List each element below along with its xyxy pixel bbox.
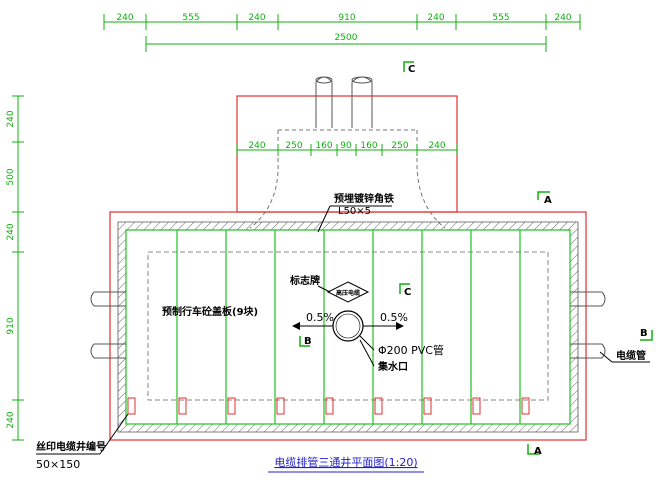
inner-dim-2: 250: [285, 141, 302, 151]
section-mark-b-right: B: [640, 328, 653, 341]
sump-label: 集水口: [377, 360, 408, 373]
section-label-c-top: C: [408, 64, 415, 75]
section-label-a-top: A: [544, 195, 552, 206]
cable-pipe-label: 电缆管: [616, 349, 646, 362]
section-mark-b-left: B: [299, 336, 312, 347]
slope-left-label: 0.5%: [306, 311, 334, 324]
top-dim-3: 240: [248, 13, 265, 23]
section-label-a-bottom: A: [534, 446, 542, 457]
section-mark-c-mid: C: [399, 283, 411, 298]
left-cable-pipes: [90, 291, 126, 359]
inner-dim-3: 160: [315, 141, 332, 151]
embedded-angle-label: 预埋镀锌角铁: [334, 192, 394, 205]
inner-dim-5: 160: [360, 141, 377, 151]
left-dim-2: 500: [6, 168, 16, 185]
cover-plate-label: 预制行车砼盖板(9块): [162, 305, 258, 318]
pvc-drain-pipe: [292, 310, 404, 342]
top-dim-6: 555: [492, 13, 509, 23]
section-label-b-left: B: [304, 336, 312, 347]
sign-plate: 高压电缆: [326, 281, 370, 303]
left-dim-4: 910: [6, 317, 16, 334]
section-label-c-mid: C: [404, 287, 411, 298]
sign-label: 标志牌: [289, 274, 320, 287]
left-dim-1: 240: [6, 110, 16, 127]
left-dim-5: 240: [6, 411, 16, 428]
inner-dim-7: 240: [428, 141, 445, 151]
top-dimension-chain: 240 555 240 910 240 555 240 2500: [103, 13, 581, 52]
left-dim-3: 240: [6, 223, 16, 240]
angle-size-label: L50×5: [338, 206, 371, 217]
leader-lines: [36, 205, 650, 455]
top-dim-total: 2500: [335, 33, 358, 43]
anchor-boxes: [127, 397, 530, 415]
left-dimension-chain: 240 500 240 910 240: [6, 95, 24, 441]
top-dim-7: 240: [554, 13, 571, 23]
sign-plate-text: 高压电缆: [336, 289, 360, 297]
inner-dim-6: 250: [391, 141, 408, 151]
well-number-label: 丝印电缆井编号: [36, 440, 106, 453]
well-number-size-label: 50×150: [36, 458, 80, 471]
drawing-title: 电缆排管三通井平面图(1:20): [274, 455, 417, 469]
slope-right-label: 0.5%: [380, 311, 408, 324]
top-dim-2: 555: [182, 13, 199, 23]
top-dim-1: 240: [116, 13, 133, 23]
cover-plate-rebars: [176, 230, 521, 424]
top-dim-4: 910: [338, 13, 355, 23]
section-mark-a-bottom: A: [527, 444, 542, 457]
right-cable-pipes: [570, 291, 606, 359]
section-mark-a-top: A: [537, 191, 552, 206]
pvc-pipe-label: Φ200 PVC管: [378, 343, 444, 357]
inner-dim-1: 240: [248, 141, 265, 151]
section-label-b-right: B: [640, 328, 648, 339]
section-mark-c-top: C: [403, 61, 415, 75]
top-dim-5: 240: [427, 13, 444, 23]
well-body: [109, 211, 587, 441]
inner-dim-4: 90: [340, 141, 352, 151]
